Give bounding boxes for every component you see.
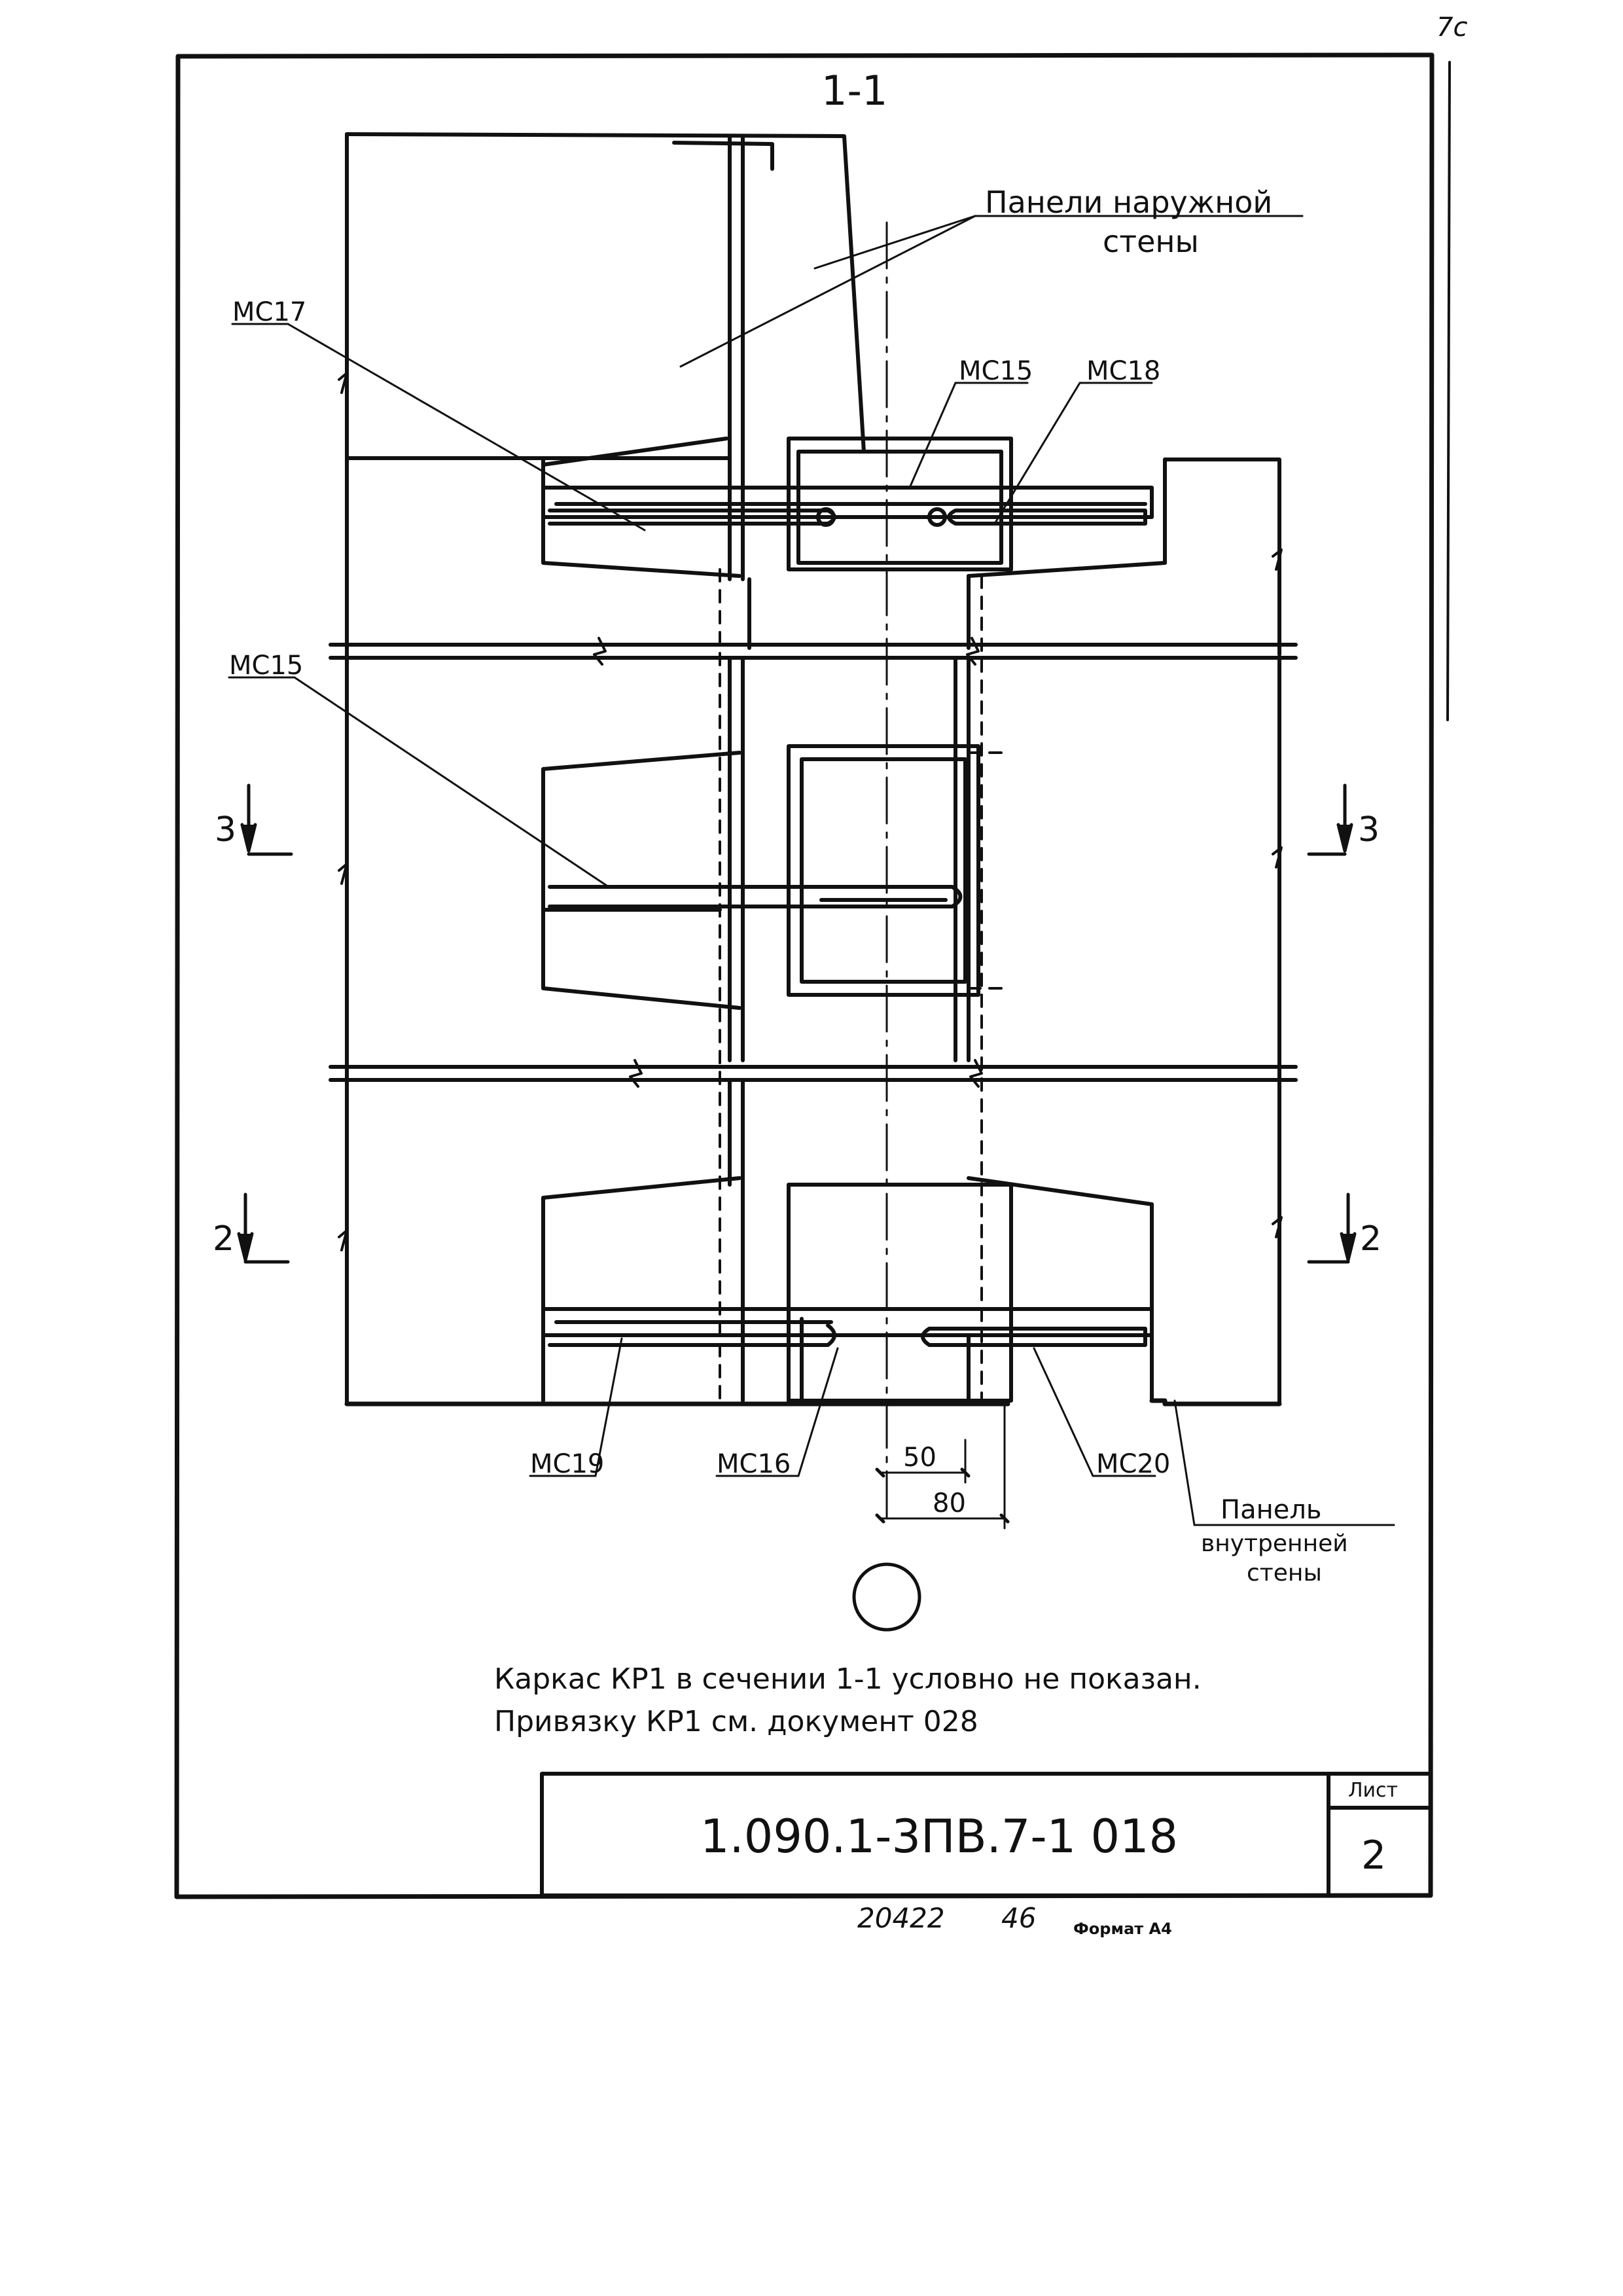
- title-block: [540, 1772, 1433, 1897]
- floor-line-2: [329, 1059, 1298, 1088]
- leader-lines: [228, 215, 1395, 1526]
- callout-mc19: МС19: [530, 1449, 604, 1479]
- dimension-80: 80: [933, 1488, 966, 1518]
- section-mark-right-2: 2: [1360, 1219, 1382, 1259]
- note-line-2: Привязку КР1 см. документ 028: [494, 1705, 978, 1738]
- document-code: 1.090.1-3ПВ.7-1 018: [700, 1810, 1178, 1863]
- sheet-number: 2: [1361, 1833, 1386, 1878]
- callout-mc15-top: МС15: [959, 356, 1033, 386]
- outer-wall-label-line1: Панели наружной: [985, 185, 1272, 220]
- section-title: 1-1: [821, 67, 887, 115]
- inventory-number: 20422: [857, 1902, 945, 1934]
- callout-mc16: МС16: [717, 1449, 791, 1479]
- middle-joint: [541, 656, 980, 1062]
- dimension-lines: [875, 1399, 1010, 1530]
- hidden-lines: [719, 568, 1003, 1402]
- sheet-label: Лист: [1348, 1779, 1398, 1802]
- section-mark-left-2: 2: [213, 1219, 234, 1259]
- inner-wall-label-line1: Панель: [1221, 1495, 1322, 1525]
- bottom-baseline: [344, 1398, 1282, 1407]
- floor-line-1: [329, 637, 1298, 666]
- callout-mc20: МС20: [1096, 1449, 1170, 1479]
- inner-wall-label-line2: внутренней: [1201, 1530, 1348, 1557]
- inner-wall-label-line3: стены: [1247, 1560, 1322, 1587]
- section-arrows: [237, 783, 1357, 1264]
- note-line-1: Каркас КР1 в сечении 1-1 условно не пока…: [494, 1662, 1202, 1696]
- axis-marker-circle: [852, 1562, 921, 1632]
- format-label: Формат А4: [1073, 1920, 1172, 1938]
- section-mark-right-3: 3: [1358, 810, 1380, 850]
- top-joint: [541, 437, 1167, 650]
- dimension-50: 50: [903, 1443, 936, 1473]
- panel-edges: [338, 372, 1283, 1406]
- bottom-joint: [541, 1078, 1154, 1403]
- callout-mc17: МС17: [232, 297, 306, 327]
- callout-mc18: МС18: [1086, 356, 1160, 386]
- callout-mc15-mid: МС15: [229, 651, 303, 681]
- corner-mark: 7с: [1436, 12, 1467, 43]
- page-number: 46: [1001, 1902, 1036, 1934]
- sheet-frame: [174, 52, 1451, 1899]
- outer-wall-label-line2: стены: [1103, 224, 1199, 259]
- section-mark-left-3: 3: [215, 810, 236, 850]
- top-slab-edges: [345, 437, 1281, 656]
